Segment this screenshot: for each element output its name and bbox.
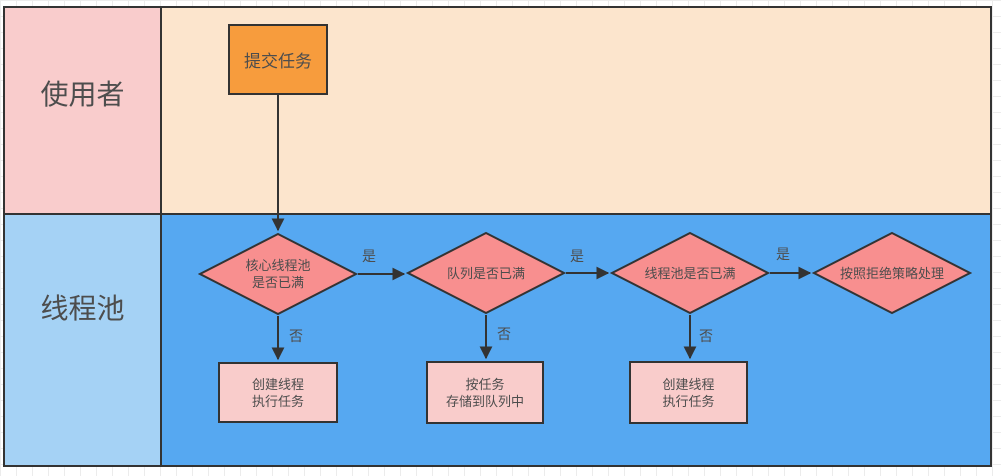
lane-divider-vertical	[160, 8, 162, 465]
edge-label-yes-2: 是	[570, 248, 584, 264]
node-pool-full-decision[interactable]: 线程池是否已满	[610, 231, 770, 315]
diamond-shape	[610, 231, 770, 315]
node-create-thread-2[interactable]: 创建线程 执行任务	[629, 361, 748, 424]
edge-label-no-3: 否	[699, 328, 713, 344]
lane-user-label-cell[interactable]: 使用者	[5, 8, 160, 213]
edge-label-yes-1: 是	[362, 248, 376, 264]
node-pool-full-label: 线程池是否已满	[644, 265, 736, 281]
diamond-shape	[812, 231, 972, 315]
edge-label-yes-3: 是	[776, 246, 790, 262]
edge-label-no-2: 否	[497, 326, 511, 342]
lane-user-title: 使用者	[40, 79, 125, 110]
node-submit-task-label: 提交任务	[244, 52, 312, 71]
node-reject-policy-decision[interactable]: 按照拒绝策略处理	[812, 231, 972, 315]
diamond-shape	[198, 232, 358, 316]
node-create-thread-1[interactable]: 创建线程 执行任务	[218, 362, 338, 423]
diamond-shape	[406, 231, 566, 315]
node-queue-full-decision[interactable]: 队列是否已满	[406, 231, 566, 315]
lane-pool-title: 线程池	[40, 293, 125, 324]
lane-pool-label-cell[interactable]: 线程池	[5, 215, 160, 465]
swimlane-diagram: 使用者 线程池 提交任务	[3, 6, 992, 467]
node-core-pool-full-label: 核心线程池 是否已满	[245, 258, 311, 290]
node-store-to-queue[interactable]: 按任务 存储到队列中	[426, 361, 544, 424]
node-reject-policy-label: 按照拒绝策略处理	[839, 265, 944, 281]
node-core-pool-full-decision[interactable]: 核心线程池 是否已满	[198, 232, 358, 316]
lane-divider-horizontal	[5, 213, 990, 215]
node-submit-task[interactable]: 提交任务	[228, 24, 328, 95]
edge-label-no-1: 否	[289, 328, 303, 344]
node-queue-full-label: 队列是否已满	[446, 265, 525, 281]
